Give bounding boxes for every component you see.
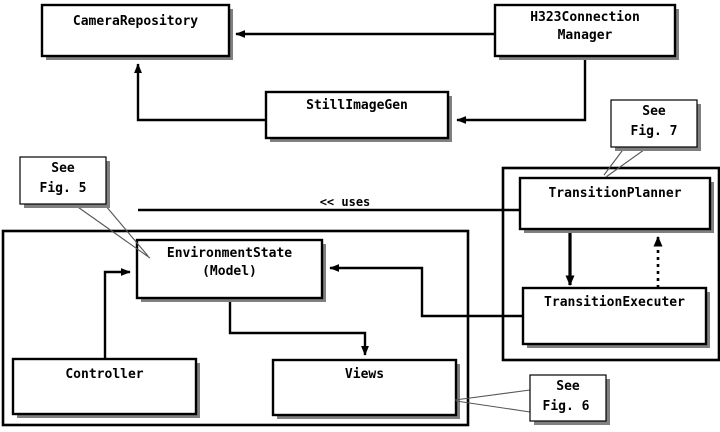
node-controller[interactable]	[11, 357, 200, 418]
node-views[interactable]	[271, 358, 460, 419]
edge-still-image-gen-to-camera-repository	[134, 63, 266, 122]
edge-environment-state-to-views	[228, 298, 369, 356]
edge-controller-to-environment-state	[103, 268, 131, 359]
node-transition-planner[interactable]	[518, 176, 714, 233]
edge-h323-to-still-image-gen	[456, 56, 587, 124]
edge-transition-executer-to-environment-state	[329, 264, 523, 318]
callout-see-fig-5[interactable]	[19, 156, 151, 259]
node-environment-state[interactable]	[135, 238, 326, 302]
node-transition-executer[interactable]	[521, 286, 710, 348]
node-still-image-gen[interactable]	[264, 90, 452, 142]
node-h323-connection-manager[interactable]	[493, 3, 679, 60]
callout-see-fig-6[interactable]	[454, 374, 610, 425]
callout-see-fig-7[interactable]	[603, 99, 701, 178]
node-camera-repository[interactable]	[40, 3, 233, 60]
